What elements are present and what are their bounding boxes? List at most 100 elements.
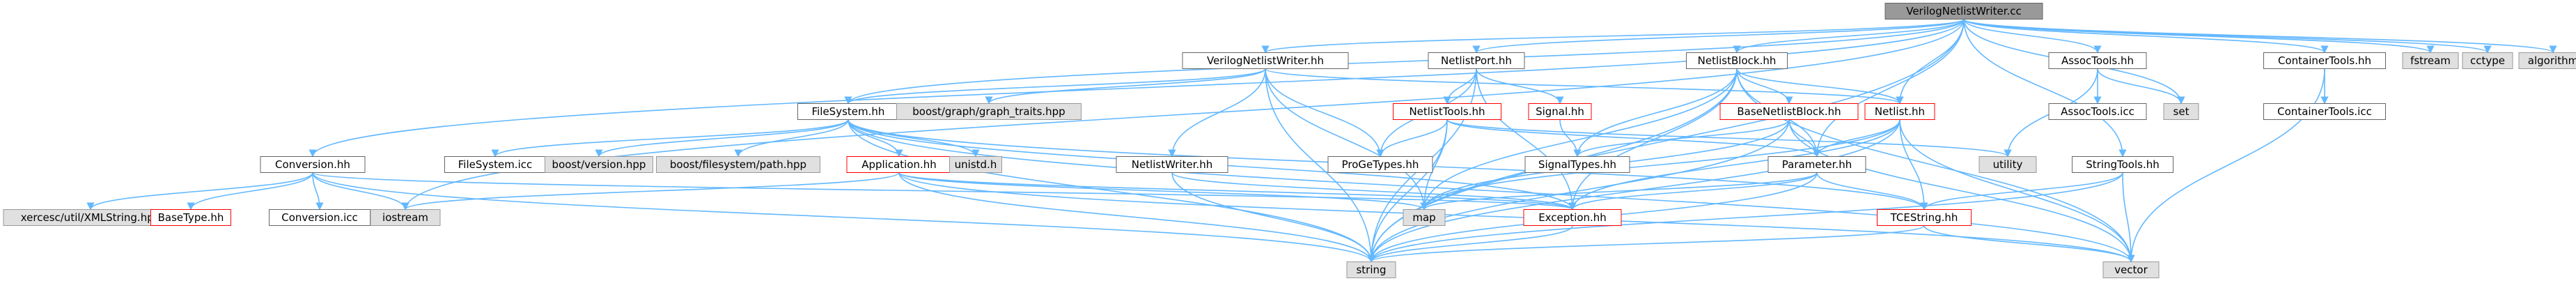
node-netlisttools-hh[interactable]: NetlistTools.hh <box>1393 103 1501 120</box>
edge-verilog_hh-to-netlistwriter_hh <box>1168 68 1266 158</box>
node-label: AssocTools.icc <box>2061 105 2134 118</box>
edge-exception_hh-to-string <box>1367 225 1573 263</box>
node-label: string <box>1356 264 1386 276</box>
node-box <box>2072 156 2173 173</box>
node-label: map <box>1412 211 1435 224</box>
edge-conversion_hh-to-string <box>312 172 1375 263</box>
node-root[interactable]: VerilogNetlistWriter.cc <box>1884 3 2043 20</box>
node-parameter-hh[interactable]: Parameter.hh <box>1767 156 1866 173</box>
node-filesystem-hh[interactable]: FileSystem.hh <box>797 103 899 120</box>
node-box <box>1523 209 1622 226</box>
node-label: FileSystem.hh <box>812 105 885 118</box>
node-label: Conversion.icc <box>281 211 358 224</box>
node-containertools-icc[interactable]: ContainerTools.icc <box>2263 103 2386 120</box>
node-signal-hh[interactable]: Signal.hh <box>1528 103 1592 120</box>
node-signaltypes-hh[interactable]: SignalTypes.hh <box>1524 156 1630 173</box>
node-assoctools-icc[interactable]: AssocTools.icc <box>2048 103 2147 120</box>
node-box <box>2263 103 2386 120</box>
node-box <box>1719 103 1859 120</box>
node-progetypes-hh[interactable]: ProGeTypes.hh <box>1327 156 1433 173</box>
node-netlistport-hh[interactable]: NetlistPort.hh <box>1428 52 1525 69</box>
edge-root-to-containertools_hh <box>1963 18 2329 54</box>
node-containertools-hh[interactable]: ContainerTools.hh <box>2263 52 2386 69</box>
edge-root-to-algorithm <box>1963 18 2557 54</box>
node-conversion-hh[interactable]: Conversion.hh <box>260 156 366 173</box>
node-label: Exception.hh <box>1538 211 1607 224</box>
node-label: unistd.h <box>955 158 997 171</box>
node-verilog-hh[interactable]: VerilogNetlistWriter.hh <box>1182 52 1349 69</box>
node-label: NetlistTools.hh <box>1409 105 1485 118</box>
node-label: SignalTypes.hh <box>1538 158 1616 171</box>
node-netlist-hh[interactable]: Netlist.hh <box>1864 103 1935 120</box>
edge-application_hh-to-vector <box>898 172 2135 263</box>
edge-root-to-stringtools_hh <box>1963 19 2127 158</box>
edge-filesystem_hh-to-unistd <box>848 119 980 158</box>
node-label: boost/version.hpp <box>552 158 646 171</box>
edge-filesystem_hh-to-vector <box>848 119 2135 263</box>
edge-netlisttools_hh-to-progetypes_hh <box>1376 119 1448 158</box>
edge-netlisttools_hh-to-utility <box>1446 119 2012 158</box>
node-box <box>2102 261 2160 278</box>
edge-filesystem_hh-to-boost_fspath <box>734 119 849 158</box>
node-box <box>2048 103 2147 120</box>
node-vector: vector <box>2102 261 2160 278</box>
node-basenetlistblock-hh[interactable]: BaseNetlistBlock.hh <box>1719 103 1859 120</box>
node-label: utility <box>1993 158 2023 171</box>
edge-root-to-parameter_hh <box>1813 19 1965 158</box>
node-box <box>2263 52 2386 69</box>
node-xercesc: xercesc/util/XMLString.hpp <box>3 209 178 226</box>
edge-netlistport_hh-to-exception_hh <box>1476 68 1577 211</box>
node-label: Parameter.hh <box>1782 158 1852 171</box>
node-box <box>896 103 1082 120</box>
node-label: BaseType.hh <box>158 211 224 224</box>
edge-application_hh-to-iostream <box>401 172 900 211</box>
node-conversion-icc[interactable]: Conversion.icc <box>269 209 370 226</box>
node-fstream: fstream <box>2402 52 2459 69</box>
node-box <box>2462 52 2513 69</box>
node-set: set <box>2163 103 2199 120</box>
node-box <box>260 156 366 173</box>
node-stringtools-hh[interactable]: StringTools.hh <box>2072 156 2173 173</box>
edge-netlist_hh-to-exception_hh <box>1568 119 1900 211</box>
node-label: Netlist.hh <box>1875 105 1925 118</box>
edge-basenetlistblock_hh-to-string <box>1367 119 1790 263</box>
node-label: Signal.hh <box>1536 105 1584 118</box>
node-box <box>2402 52 2459 69</box>
node-box <box>1528 103 1592 120</box>
node-label: ContainerTools.hh <box>2278 54 2371 67</box>
node-box <box>1978 156 2037 173</box>
node-label: NetlistPort.hh <box>1441 54 1512 67</box>
node-tcestring-hh[interactable]: TCEString.hh <box>1877 209 1972 226</box>
node-algorithm: algorithm <box>2518 52 2576 69</box>
node-label: xercesc/util/XMLString.hpp <box>21 211 161 224</box>
node-basetype-hh[interactable]: BaseType.hh <box>150 209 231 226</box>
node-exception-hh[interactable]: Exception.hh <box>1523 209 1622 226</box>
edge-verilog_hh-to-boost_graph <box>985 68 1266 105</box>
edge-root-to-filesystem_hh <box>844 19 1965 105</box>
edge-root-to-conversion_hh <box>309 19 1965 158</box>
node-label: cctype <box>2470 54 2505 67</box>
node-assoctools-hh[interactable]: AssocTools.hh <box>2048 52 2147 69</box>
node-netlistblock-hh[interactable]: NetlistBlock.hh <box>1686 52 1788 69</box>
node-label: ProGeTypes.hh <box>1342 158 1419 171</box>
edge-root-to-netlistblock_hh <box>1733 19 1965 54</box>
edge-netlistblock_hh-to-netlist_hh <box>1736 68 1904 105</box>
edge-verilog_hh-to-netlist_hh <box>1265 68 1904 105</box>
node-unistd: unistd.h <box>949 156 1002 173</box>
node-boost-fspath: boost/filesystem/path.hpp <box>656 156 820 173</box>
node-label: BaseNetlistBlock.hh <box>1737 105 1841 118</box>
edge-parameter_hh-to-exception_hh <box>1568 172 1818 211</box>
node-box <box>656 156 820 173</box>
node-application-hh[interactable]: Application.hh <box>846 156 952 173</box>
node-label: VerilogNetlistWriter.hh <box>1207 54 1324 67</box>
edge-parameter_hh-to-map <box>1420 172 1818 211</box>
edge-netlistblock_hh-to-map <box>1420 68 1738 211</box>
edge-netlisttools_hh-to-parameter_hh <box>1446 119 1821 158</box>
node-filesystem-icc[interactable]: FileSystem.icc <box>444 156 546 173</box>
node-cctype: cctype <box>2462 52 2513 69</box>
edge-application_hh-to-exception_hh <box>898 172 1577 211</box>
edge-conversion_hh-to-iostream <box>312 172 409 211</box>
node-netlistwriter-hh[interactable]: NetlistWriter.hh <box>1116 156 1228 173</box>
node-box <box>1877 209 1972 226</box>
